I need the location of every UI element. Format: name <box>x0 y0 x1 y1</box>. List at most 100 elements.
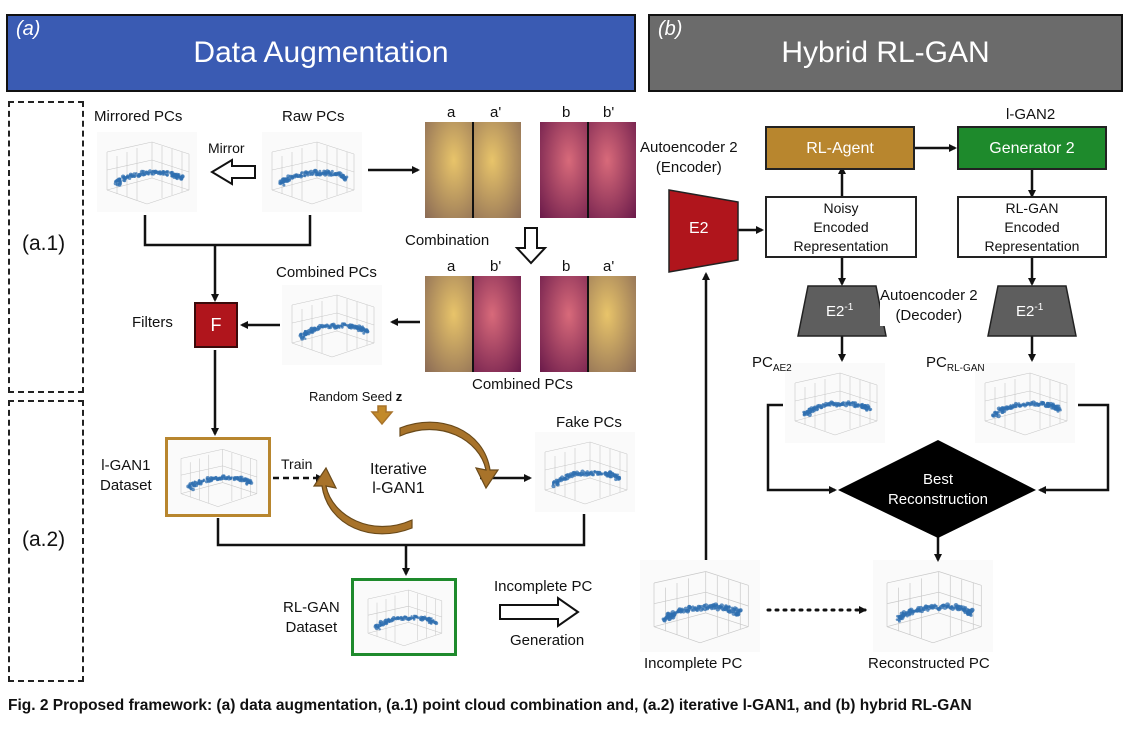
generator2-label: Generator 2 <box>989 139 1075 157</box>
raw-pcs-label: Raw PCs <box>282 108 345 125</box>
fake-pcs-plot <box>535 432 635 512</box>
pc-ae2-plot <box>785 363 885 443</box>
rlgan-dataset-line2: Dataset <box>285 619 338 636</box>
reconstructed-pc-label: Reconstructed PC <box>868 655 990 672</box>
photo-pair-a <box>425 122 521 218</box>
mirrored-pcs-plot <box>97 132 197 212</box>
panel-b-tag: (b) <box>658 18 683 40</box>
photo-bot-a: a <box>447 258 456 275</box>
section-a2-box <box>8 400 84 682</box>
photo-bot-a-prime: a' <box>603 258 615 275</box>
mirror-hollow-arrow <box>210 158 256 186</box>
raw-down-line <box>215 215 312 247</box>
incomplete-pc-cloud-icon <box>653 571 749 644</box>
best-line2: Reconstruction <box>887 491 989 508</box>
ae2-encoder-line1: Autoencoder 2 <box>640 139 738 156</box>
rl-agent-box: RL-Agent <box>765 126 915 170</box>
rlgan-dataset-cloud-icon <box>367 589 443 647</box>
decoder-right-text: E2 <box>1016 303 1035 320</box>
ae2-decoder-label: Autoencoder 2 (Decoder) <box>880 286 978 326</box>
rlgan-dataset-line1: RL-GAN <box>283 599 340 616</box>
filter-box: F <box>194 302 238 348</box>
photo-top-a: a <box>447 104 456 121</box>
photo-combined-ab <box>425 276 521 372</box>
section-a1-box <box>8 101 84 393</box>
combined-pcs-top-label: Combined PCs <box>276 264 377 281</box>
rlgan-enc-line3: Representation <box>984 237 1080 254</box>
mirrored-down-line <box>143 215 215 247</box>
combination-hollow-arrow <box>514 227 548 265</box>
pcae2-to-best-arrow <box>766 403 837 494</box>
lgan1-dataset-plot <box>165 437 271 517</box>
rlgan-dataset-label: RL-GAN Dataset <box>283 598 340 638</box>
ae2-decoder-line2: (Decoder) <box>895 307 963 324</box>
lgan1-to-merge-line <box>216 518 406 547</box>
photo-top-a-prime: a' <box>490 104 502 121</box>
mirrored-pcs-cloud-icon <box>106 141 190 205</box>
e2-encoder-shape <box>668 189 739 273</box>
iterative-line1: Iterative <box>370 461 427 478</box>
incomplete-pc-plot <box>640 560 760 652</box>
rlgan-enc-line2: Encoded <box>1004 218 1060 235</box>
pc-rlgan-label: PCRL-GAN <box>926 354 985 374</box>
random-seed-label: Random Seed z <box>309 389 402 404</box>
pc-ae2-cloud-icon <box>794 372 878 436</box>
raw-pcs-cloud-icon <box>271 141 355 205</box>
incomplete-gen-hollow-arrow <box>499 596 580 628</box>
reconstructed-pc-plot <box>873 560 993 652</box>
photo-bot-b-prime: b' <box>490 258 502 275</box>
panel-a-tag: (a) <box>16 18 41 40</box>
noisy-line3: Representation <box>793 237 889 254</box>
photo-combined-ba <box>540 276 636 372</box>
cycle-lower-arc <box>312 466 413 535</box>
random-seed-z: z <box>395 389 403 404</box>
combined-pcs-plot <box>282 285 382 365</box>
pc-rlgan-base: PC <box>926 354 947 371</box>
rlgan-encoded-box: RL-GAN Encoded Representation <box>957 196 1107 258</box>
lgan1-dataset-cloud-icon <box>180 448 258 507</box>
lgan2-label: l-GAN2 <box>1006 106 1056 123</box>
best-reconstruction-label: Best Reconstruction <box>876 470 1000 510</box>
figure-caption: Fig. 2 Proposed framework: (a) data augm… <box>8 697 972 714</box>
incomplete-pc-label: Incomplete PC <box>644 655 743 672</box>
cycle-upper-arc <box>399 421 500 490</box>
combined-pcs-bottom-label: Combined PCs <box>472 376 573 393</box>
lgan1-dataset-line2: Dataset <box>100 477 152 494</box>
hybrid-rlgan-banner: (b) Hybrid RL-GAN <box>648 14 1123 92</box>
data-augmentation-banner: (a) Data Augmentation <box>6 14 636 92</box>
decoder-left-label: E2-1 <box>826 302 853 320</box>
pc-ae2-sub: AE2 <box>772 363 792 374</box>
raw-pcs-plot <box>262 132 362 212</box>
decoder-right-sup: -1 <box>1034 302 1044 313</box>
pc-ae2-base: PC <box>752 354 773 371</box>
decoder-left-sup: -1 <box>844 302 854 313</box>
pc-ae2-label: PCAE2 <box>752 354 792 374</box>
pc-rlgan-sub: RL-GAN <box>946 363 985 374</box>
generator2-box: Generator 2 <box>957 126 1107 170</box>
noisy-line2: Encoded <box>813 218 869 235</box>
mirror-label: Mirror <box>208 140 245 156</box>
pc-rlgan-plot <box>975 363 1075 443</box>
lgan1-dataset-label: l-GAN1 Dataset <box>100 456 152 496</box>
banner-b-title: Hybrid RL-GAN <box>781 36 990 69</box>
noisy-encoded-box: Noisy Encoded Representation <box>765 196 917 258</box>
photo-bot-b: b <box>562 258 571 275</box>
combined-pcs-cloud-icon <box>291 294 375 358</box>
lgan1-dataset-line1: l-GAN1 <box>101 457 151 474</box>
decoder-right-label: E2-1 <box>1016 302 1043 320</box>
random-seed-text: Random Seed <box>309 389 393 404</box>
iterative-cycle <box>312 421 500 535</box>
fake-pcs-label: Fake PCs <box>556 414 622 431</box>
decoder-right-shape <box>987 285 1077 337</box>
photo-pair-b <box>540 122 636 218</box>
best-reconstruction-diamond <box>838 440 1036 538</box>
decoder-left-shape <box>797 285 887 337</box>
fake-to-merge-line <box>406 514 586 547</box>
ae2-decoder-line1: Autoencoder 2 <box>880 287 978 304</box>
rlgan-dataset-plot <box>351 578 457 656</box>
incomplete-gen-line2: Generation <box>510 632 585 649</box>
rl-agent-label: RL-Agent <box>806 139 874 157</box>
filters-label: Filters <box>132 314 173 331</box>
